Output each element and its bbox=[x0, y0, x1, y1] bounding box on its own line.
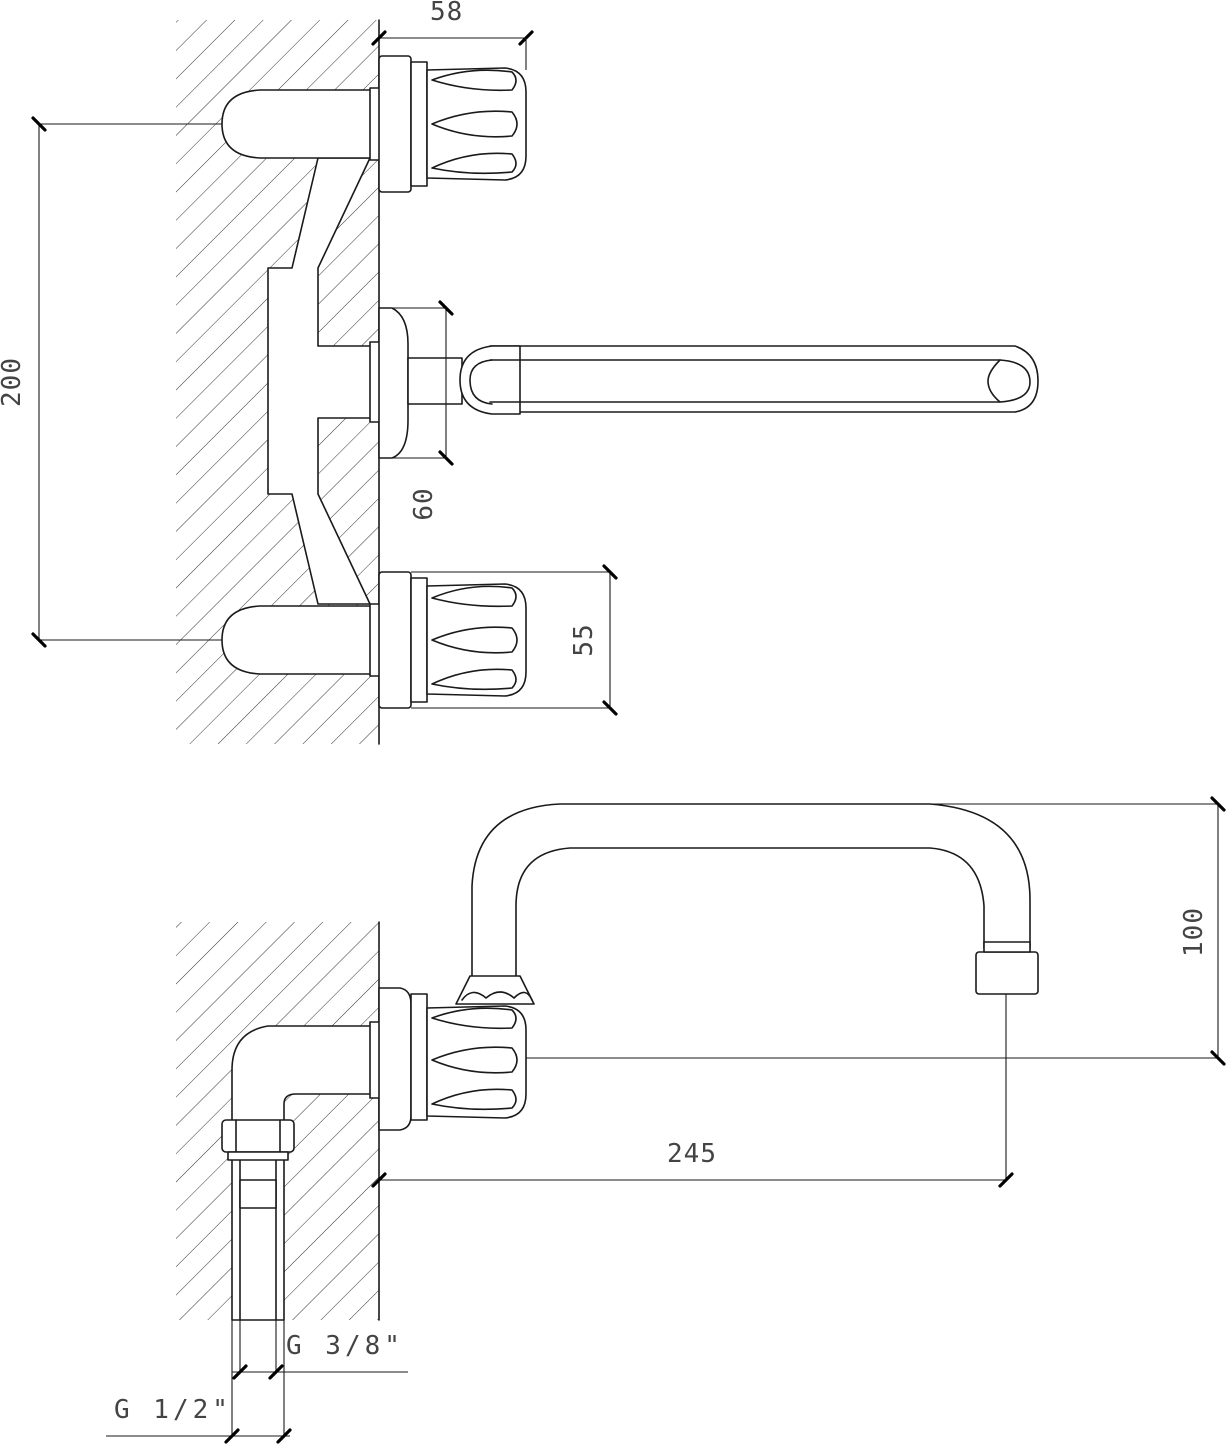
dim-55-label: 55 bbox=[569, 623, 599, 656]
dim-g12-label: G 1/2" bbox=[114, 1395, 232, 1425]
upper-valve bbox=[369, 55, 527, 193]
dim-60-label: 60 bbox=[409, 487, 439, 520]
spout-connector bbox=[369, 307, 463, 459]
dim-100-label: 100 bbox=[1179, 907, 1209, 957]
lower-valve bbox=[369, 571, 527, 709]
lower-inlet bbox=[221, 605, 380, 675]
upper-handle bbox=[426, 67, 527, 181]
dim-g12: G 1/2" bbox=[106, 1320, 292, 1444]
upper-inlet bbox=[221, 89, 380, 159]
lower-handle bbox=[426, 583, 527, 697]
dim-58: 58 bbox=[371, 0, 534, 70]
dim-245-label: 245 bbox=[667, 1139, 717, 1169]
dim-200-label: 200 bbox=[0, 357, 27, 407]
dim-g38-label: G 3/8" bbox=[286, 1331, 404, 1361]
dim-58-label: 58 bbox=[430, 0, 463, 27]
side-view: 100 245 G 3/8" G 1/2" bbox=[106, 796, 1226, 1444]
dim-g38: G 3/8" bbox=[232, 1320, 408, 1380]
inlet-elbow bbox=[231, 1025, 380, 1321]
front-view: 58 200 60 55 bbox=[0, 0, 1039, 745]
aerator bbox=[975, 951, 1039, 995]
dim-245: 245 bbox=[371, 994, 1014, 1188]
dim-200: 200 bbox=[0, 116, 222, 648]
spout-side bbox=[471, 803, 1031, 981]
spout-front bbox=[459, 345, 1039, 415]
dim-100: 100 bbox=[526, 796, 1226, 1066]
side-handle bbox=[426, 1005, 527, 1119]
hex-nut bbox=[221, 1119, 295, 1209]
dim-55: 55 bbox=[411, 564, 618, 716]
dim-60: 60 bbox=[392, 300, 454, 521]
mixer-body bbox=[267, 157, 380, 605]
